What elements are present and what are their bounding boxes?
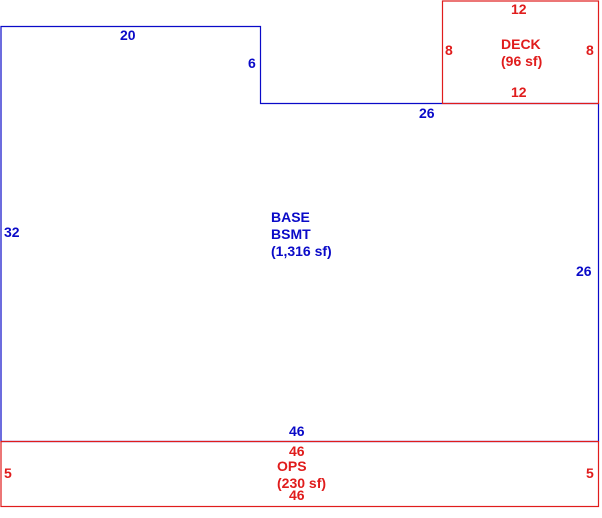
base-sub-label: BSMT [271,226,311,242]
base-dim-top-right: 26 [419,105,435,121]
base-dim-left: 32 [4,224,20,240]
ops-dim-left: 5 [4,465,12,481]
deck-outline [441,0,600,105]
base-name-label: BASE [271,209,310,225]
ops-area-label: (230 sf) [277,475,327,491]
base-dim-bottom: 46 [289,423,305,439]
ops-dim-bottom: 46 [289,487,305,503]
deck-area-label: (96 sf) [501,53,543,69]
deck-name-label: DECK [501,36,541,52]
ops-outline [0,440,600,508]
base-dim-top-left: 20 [120,27,136,43]
ops-dim-top: 46 [289,443,305,459]
ops-dim-right: 5 [586,465,594,481]
deck-dim-bottom: 12 [511,84,527,100]
base-dim-step-down: 6 [248,55,256,71]
deck-dim-top: 12 [511,1,527,17]
deck-dim-left: 8 [445,42,453,58]
ops-name-label: OPS [277,458,307,474]
base-dim-right: 26 [576,263,592,279]
deck-dim-right: 8 [586,42,594,58]
base-area-label: (1,316 sf) [271,243,332,259]
